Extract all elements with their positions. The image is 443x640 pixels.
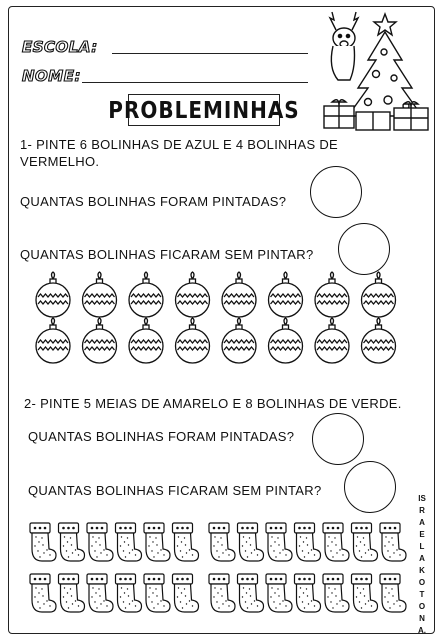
christmas-tree-reindeer-icon: [323, 11, 429, 131]
exercise2-question2: QUANTAS BOLINHAS FICARAM SEM PINTAR?: [28, 483, 322, 498]
exercise1-answer1-circle[interactable]: [310, 166, 362, 218]
exercise2-question1: QUANTAS BOLINHAS FORAM PINTADAS?: [28, 429, 295, 444]
christmas-stocking-icon[interactable]: [57, 522, 86, 562]
page-border: [8, 6, 435, 634]
name-line[interactable]: [82, 82, 308, 83]
author-credit: ISRAELA KOTONA.: [418, 494, 426, 635]
exercise1-instruction-line1: 1- PINTE 6 BOLINHAS DE AZUL E 4 BOLINHAS…: [20, 137, 339, 152]
christmas-stocking-icon[interactable]: [236, 522, 265, 562]
christmas-ornament-icon[interactable]: [35, 317, 71, 364]
title-box: PROBLEMINHAS: [108, 94, 299, 126]
christmas-stocking-icon[interactable]: [379, 522, 407, 562]
exercise2-instruction: 2- PINTE 5 MEIAS DE AMARELO E 8 BOLINHAS…: [24, 396, 402, 411]
christmas-stocking-icon[interactable]: [143, 573, 171, 613]
christmas-stocking-icon[interactable]: [143, 522, 171, 562]
christmas-ornament-icon[interactable]: [360, 271, 397, 318]
christmas-stocking-icon[interactable]: [86, 522, 114, 562]
exercise2-answer1-circle[interactable]: [312, 413, 364, 465]
page-title: PROBLEMINHAS: [108, 96, 300, 124]
exercise1-instruction-line2: VERMELHO.: [20, 154, 100, 169]
christmas-stocking-icon[interactable]: [265, 522, 293, 562]
christmas-ornament-icon[interactable]: [35, 271, 71, 318]
exercise1-answer2-circle[interactable]: [338, 223, 390, 275]
christmas-ornament-icon[interactable]: [314, 271, 350, 318]
christmas-stocking-icon[interactable]: [171, 573, 200, 613]
exercise1-question1: QUANTAS BOLINHAS FORAM PINTADAS?: [20, 194, 287, 209]
christmas-ornament-icon[interactable]: [128, 317, 164, 364]
christmas-stocking-icon[interactable]: [265, 573, 293, 613]
christmas-ornament-icon[interactable]: [267, 271, 304, 318]
school-line[interactable]: [112, 53, 308, 54]
christmas-ornament-icon[interactable]: [360, 317, 397, 364]
christmas-ornament-icon[interactable]: [81, 271, 118, 318]
christmas-ornament-icon[interactable]: [128, 271, 164, 318]
exercise2-answer2-circle[interactable]: [344, 461, 396, 513]
christmas-stocking-icon[interactable]: [171, 522, 200, 562]
christmas-stocking-icon[interactable]: [293, 573, 322, 613]
christmas-ornament-icon[interactable]: [267, 317, 304, 364]
christmas-stocking-icon[interactable]: [29, 522, 57, 562]
christmas-ornament-icon[interactable]: [221, 317, 257, 364]
christmas-stocking-icon[interactable]: [350, 573, 379, 613]
christmas-stocking-icon[interactable]: [86, 573, 114, 613]
christmas-stocking-icon[interactable]: [322, 573, 350, 613]
christmas-stocking-icon[interactable]: [236, 573, 265, 613]
christmas-stocking-icon[interactable]: [379, 573, 407, 613]
christmas-stocking-icon[interactable]: [322, 522, 350, 562]
school-label: ESCOLA:: [21, 37, 98, 56]
christmas-ornament-icon[interactable]: [81, 317, 118, 364]
exercise1-question2: QUANTAS BOLINHAS FICARAM SEM PINTAR?: [20, 247, 314, 262]
christmas-ornament-icon[interactable]: [174, 317, 211, 364]
christmas-stocking-icon[interactable]: [29, 573, 57, 613]
christmas-stocking-icon[interactable]: [57, 573, 86, 613]
christmas-stocking-icon[interactable]: [208, 573, 236, 613]
christmas-stocking-icon[interactable]: [350, 522, 379, 562]
christmas-stocking-icon[interactable]: [114, 573, 143, 613]
christmas-stocking-icon[interactable]: [293, 522, 322, 562]
christmas-stocking-icon[interactable]: [208, 522, 236, 562]
christmas-stocking-icon[interactable]: [114, 522, 143, 562]
christmas-ornament-icon[interactable]: [174, 271, 211, 318]
christmas-ornament-icon[interactable]: [221, 271, 257, 318]
christmas-ornament-icon[interactable]: [314, 317, 350, 364]
name-label: NOME:: [21, 66, 81, 85]
